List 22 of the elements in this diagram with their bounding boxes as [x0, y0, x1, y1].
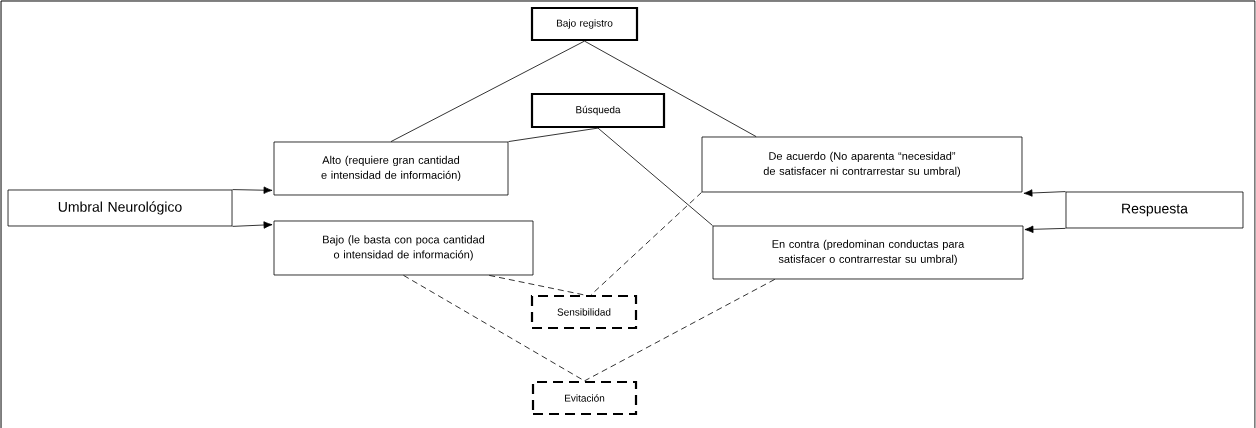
connector-line — [597, 127, 713, 226]
text-box: Umbral Neurológico — [7, 189, 233, 227]
connector-line — [488, 275, 585, 296]
text-box: Bajo (le basta con poca cantidad o intensidad de información) — [273, 220, 534, 276]
connector-line — [508, 127, 599, 142]
category-box: Búsqueda — [530, 92, 666, 129]
connector-line — [403, 275, 585, 382]
text-box: Respuesta — [1065, 191, 1244, 229]
arrow — [1023, 189, 1066, 197]
arrow — [232, 221, 273, 229]
connector-line — [584, 279, 776, 382]
text-box: Alto (requiere gran cantidad e intensidad de información) — [273, 141, 509, 196]
connector-line — [584, 40, 757, 137]
arrow — [1024, 225, 1066, 233]
category-box: Evitación — [531, 380, 638, 416]
connector-line — [590, 192, 702, 296]
connector-line — [390, 40, 585, 142]
text-box: De acuerdo (No aparenta “necesidad” de satisfacer ni contrarrestar su umbral) — [701, 136, 1023, 193]
category-box: Bajo registro — [530, 6, 639, 42]
text-box: En contra (predominan conductas para satisfacer o contrarrestar su umbral) — [712, 225, 1024, 280]
arrow — [232, 186, 273, 194]
category-box: Sensibilidad — [530, 294, 638, 330]
